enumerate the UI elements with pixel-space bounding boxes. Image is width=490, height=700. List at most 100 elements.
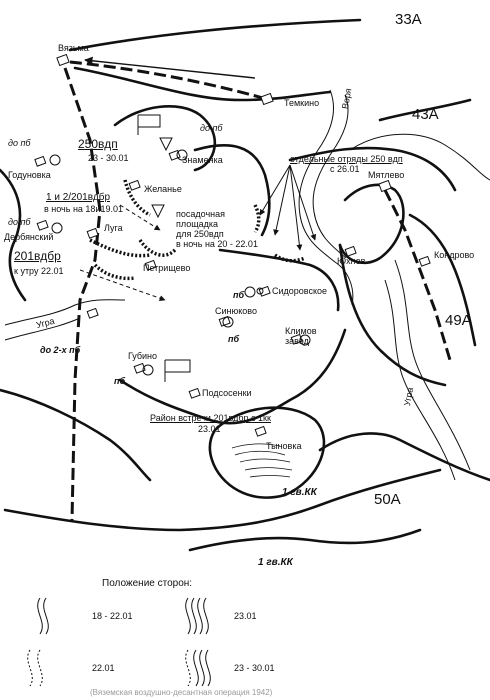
town-label-godunovka: Годуновка bbox=[8, 170, 51, 180]
annotation-201-1-2: 1 и 2/201вдбр bbox=[46, 192, 111, 203]
parachute-icons bbox=[151, 137, 173, 219]
annotation-do-pb-2: до пб bbox=[200, 123, 223, 133]
legend-label-2: 23.01 bbox=[234, 611, 257, 621]
river-ugra-west-bank bbox=[4, 317, 81, 341]
annotation-201vdbr: 201вдбр bbox=[14, 249, 61, 263]
line-right-drop bbox=[338, 243, 447, 387]
line-center-right bbox=[218, 248, 340, 312]
annotation-pb-1: пб bbox=[233, 290, 245, 300]
railway-myatlevo-south bbox=[383, 189, 452, 361]
flag-icon bbox=[164, 359, 191, 382]
lake-hatch bbox=[231, 443, 293, 478]
annotation-1gkk-1: 1 гв.КК bbox=[282, 487, 317, 498]
town-label-luga: Луга bbox=[104, 223, 123, 233]
town-label-klimov-zavod: Климов завод bbox=[285, 326, 317, 346]
town-marker-derbyansky bbox=[36, 219, 49, 231]
town-marker-podsosenki bbox=[188, 387, 201, 399]
line-znamenka-east bbox=[193, 144, 271, 237]
town-label-klimov-text: Климов завод bbox=[285, 326, 317, 346]
town-label-vyazma: Вязьма bbox=[58, 43, 89, 53]
parachute-icon bbox=[159, 137, 173, 152]
legend-title: Положение сторон: bbox=[102, 578, 193, 589]
annotation-201-1-2-time: в ночь на 18и19.01 bbox=[44, 204, 123, 214]
river-ugra-east-bank bbox=[384, 279, 456, 481]
army-label-43a: 43А bbox=[412, 106, 439, 123]
annotation-250vdp-dates: 23 - 30.01 bbox=[88, 153, 129, 163]
railway-vyazma-temkino bbox=[69, 60, 271, 102]
line-loop-znamenka bbox=[113, 104, 217, 172]
town-label-sinyukovo: Синюково bbox=[215, 306, 257, 316]
town-label-podsosenki: Подсосенки bbox=[202, 388, 252, 398]
annotation-do-pb-1: до пб bbox=[8, 138, 31, 148]
line-43-b bbox=[288, 146, 457, 192]
river-ugra-east bbox=[394, 259, 471, 471]
annotation-do-pb-3: до пб bbox=[8, 217, 31, 227]
line-west-curve bbox=[0, 168, 27, 302]
flag-icons bbox=[137, 114, 191, 382]
river-ugra-north bbox=[349, 133, 490, 181]
line-ellipse-outer bbox=[208, 406, 326, 499]
legend-symbol-single-solid bbox=[37, 597, 49, 635]
line-south-west bbox=[0, 388, 152, 482]
annotation-detachments: отдельные отряды 250 вдп bbox=[290, 154, 403, 164]
movement-arrows bbox=[79, 56, 317, 302]
town-label-kondrovo: Кондрово bbox=[434, 250, 475, 260]
line-north-top bbox=[68, 18, 362, 52]
town-marker-vyazma bbox=[56, 53, 70, 67]
legend-symbol-triple-dotted bbox=[185, 649, 211, 687]
railway-vyazma-south bbox=[63, 67, 102, 521]
flag-icon bbox=[137, 114, 161, 135]
legend-symbols bbox=[27, 597, 211, 687]
legend-symbol-triple-solid bbox=[185, 597, 209, 635]
river-ugra-west bbox=[4, 299, 126, 326]
line-43-a bbox=[378, 98, 472, 122]
legend-label-1: 18 - 22.01 bbox=[92, 611, 133, 621]
line-bottom-3 bbox=[318, 432, 490, 482]
town-marker-petrishchevo bbox=[144, 259, 157, 271]
annotation-1gkk-2: 1 гв.КК bbox=[258, 557, 293, 568]
army-label-49a: 49А bbox=[445, 312, 472, 329]
annotation-do-2pb: до 2-х пб bbox=[40, 345, 81, 355]
town-label-temkino: Темкино bbox=[284, 98, 320, 108]
annotation-250vdp: 250вдп bbox=[78, 137, 118, 151]
town-label-derbyansky: Дербянский bbox=[4, 232, 54, 242]
front-lines bbox=[0, 18, 490, 552]
annotation-meeting: Район встречи 201вдбр с 1кк bbox=[150, 413, 271, 423]
legend-symbol-single-dotted bbox=[27, 649, 43, 687]
legend-label-4: 23 - 30.01 bbox=[234, 663, 275, 673]
line-bottom-2 bbox=[188, 528, 422, 552]
annotation-pb-2: пб bbox=[228, 334, 240, 344]
annotation-landing-1: посадочная bbox=[176, 209, 225, 219]
annotation-pb-3: пб bbox=[114, 376, 126, 386]
line-big-south bbox=[118, 328, 347, 425]
town-label-sidorovskoe: Сидоровское bbox=[272, 286, 328, 296]
town-marker-temkino bbox=[260, 92, 274, 106]
annotation-201vdbr-time: к утру 22.01 bbox=[14, 266, 64, 276]
town-marker-sinyukovo bbox=[218, 315, 231, 327]
annotation-landing-3: для 250вдп bbox=[176, 229, 224, 239]
pb-symbols bbox=[49, 149, 311, 376]
line-kondrovo bbox=[408, 213, 477, 347]
line-bottom-1 bbox=[3, 468, 442, 532]
town-label-gubino: Губино bbox=[128, 351, 158, 361]
town-label-yukhnov: Юхнов bbox=[337, 256, 366, 266]
town-marker-godunovka bbox=[34, 155, 47, 167]
annotation-meeting-date: 23.01 bbox=[198, 424, 221, 434]
line-north-2 bbox=[73, 66, 332, 102]
annotation-landing-2: площадка bbox=[176, 219, 219, 229]
town-label-znamenka: Знаменка bbox=[182, 155, 223, 165]
position-marks bbox=[89, 179, 306, 281]
town-marker-kondrovo bbox=[418, 255, 431, 267]
parachute-icon bbox=[151, 204, 165, 219]
town-marker-luga bbox=[86, 227, 99, 239]
town-marker-zhelanye bbox=[128, 179, 141, 191]
army-label-33a: 33А bbox=[395, 11, 422, 28]
legend-label-3: 22.01 bbox=[92, 663, 115, 673]
town-marker-tynovka bbox=[254, 425, 267, 437]
annotation-landing-4: в ночь на 20 - 22.01 bbox=[176, 239, 258, 249]
town-marker-ugra bbox=[86, 307, 99, 319]
army-label-50a: 50А bbox=[374, 491, 401, 508]
river-vorya-bank bbox=[312, 94, 349, 259]
town-label-myatlevo: Мятлево bbox=[368, 170, 405, 180]
